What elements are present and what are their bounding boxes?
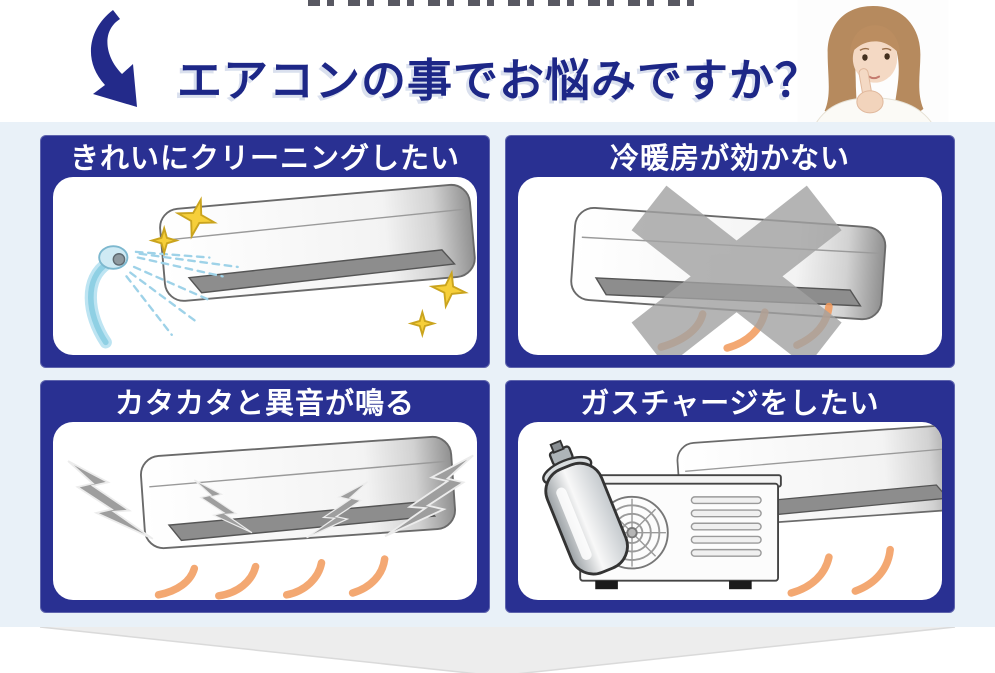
panel-rattling: カタカタと異音が鳴る [40, 380, 490, 613]
panel-cleaning-label: きれいにクリーニングしたい [69, 143, 460, 175]
gas-can-outdoor-unit-illustration [542, 424, 942, 597]
panel-no-cooling-image [518, 177, 942, 355]
airflow [154, 555, 389, 600]
down-chevron-shape [0, 626, 995, 673]
shower-spray-ac-illustration [84, 183, 476, 349]
shower-head [84, 245, 129, 349]
gas-can [542, 439, 629, 576]
bangs [849, 25, 901, 55]
panel-no-cooling: 冷暖房が効かない [505, 135, 955, 368]
panel-gas-charge: ガスチャージをしたい [505, 380, 955, 613]
panel-rattling-image [53, 422, 477, 600]
panels-section: きれいにクリーニングしたい [0, 122, 995, 627]
curved-arrow-icon [80, 8, 168, 110]
thinking-woman-photo [797, 0, 949, 125]
sparkle-stars [148, 196, 469, 339]
cross-mark [631, 185, 842, 355]
panel-gas-charge-image [518, 422, 942, 600]
ac-crossed-out-illustration [570, 185, 887, 355]
ac-lightning-noise-illustration [67, 435, 475, 600]
panel-rattling-label: カタカタと異音が鳴る [114, 388, 415, 420]
panel-no-cooling-label: 冷暖房が効かない [609, 143, 850, 175]
hair [824, 6, 924, 116]
side-slats [690, 496, 762, 557]
water-spray [125, 250, 239, 336]
airflow [787, 545, 894, 597]
panel-cleaning: きれいにクリーニングしたい [40, 135, 490, 368]
clipped-text-top [308, 0, 706, 6]
panels-grid: きれいにクリーニングしたい [40, 135, 955, 613]
ac-unit [140, 435, 456, 550]
hand [856, 90, 884, 114]
panel-cleaning-image [53, 177, 477, 355]
panel-gas-charge-label: ガスチャージをしたい [580, 388, 880, 420]
page-title: エアコンの事でお悩みですか？ [176, 55, 821, 106]
ac-unit [159, 183, 476, 302]
